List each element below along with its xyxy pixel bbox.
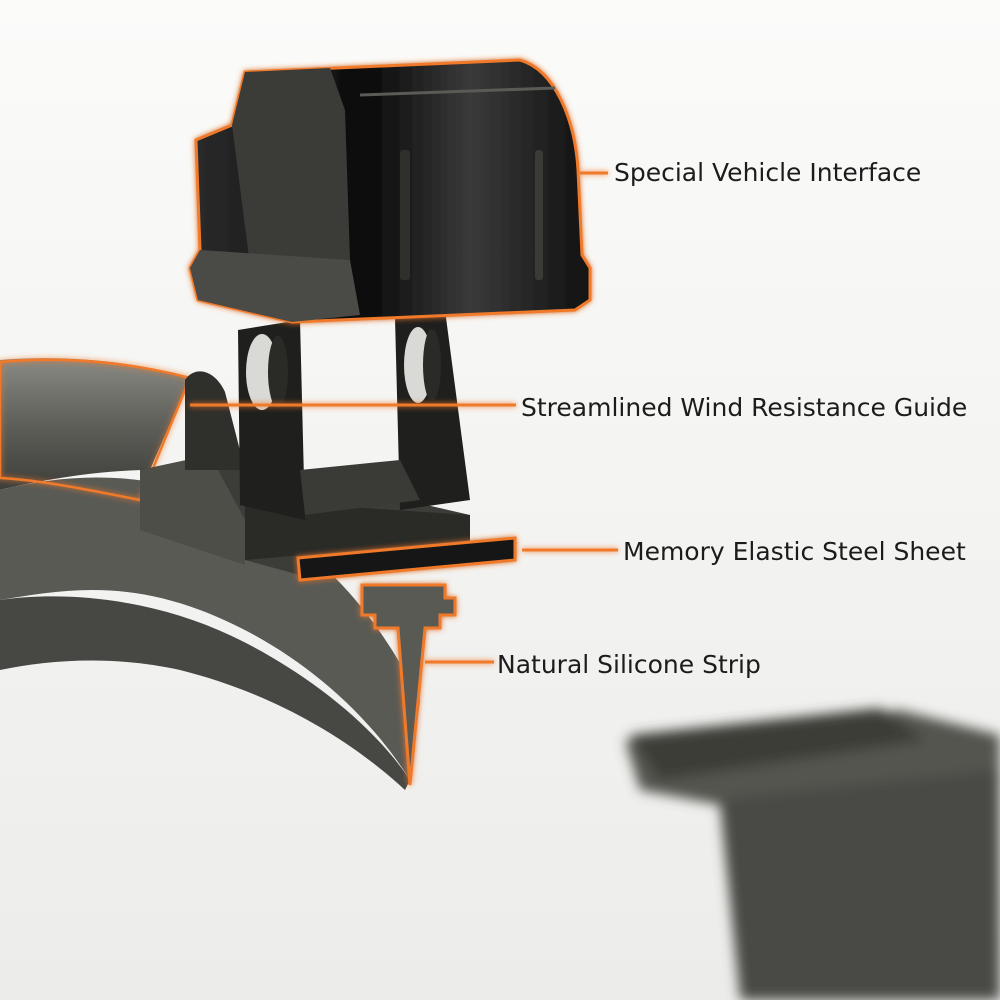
silicone-strip [360, 583, 457, 786]
label-memory-elastic-steel-sheet: Memory Elastic Steel Sheet [623, 537, 966, 566]
label-special-vehicle-interface: Special Vehicle Interface [614, 158, 922, 187]
steel-sheet [296, 536, 517, 582]
adapter-body [140, 310, 470, 575]
label-streamlined-wind-resistance-guide: Streamlined Wind Resistance Guide [521, 393, 968, 422]
label-natural-silicone-strip: Natural Silicone Strip [497, 650, 761, 679]
vehicle-interface-cap [188, 58, 592, 324]
leader-lines [190, 171, 618, 664]
blurred-blade-segment [625, 708, 1000, 1000]
wind-guide-fin [185, 371, 245, 470]
